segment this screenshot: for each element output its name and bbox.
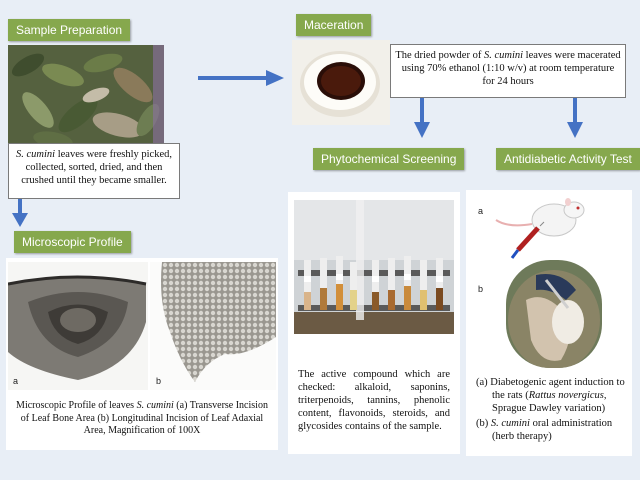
antidiabetic-text: (a) Diabetogenic agent induction to the … [468,368,630,454]
microscopic-label-b: b [156,376,162,386]
antidiabetic-item-a: (a) Diabetogenic agent induction to the … [476,377,625,414]
label-sample-preparation: Sample Preparation [8,19,131,41]
test-tubes-photo [294,200,454,334]
arrow-down-to-antidiabetic [567,98,583,138]
microscopic-panel: a b Microscopic Profile of leaves S. cum… [6,258,278,450]
phytochemical-text: The active compound which are checked: a… [292,364,456,448]
maceration-photo [292,40,390,125]
longitudinal-incision-image [150,262,276,390]
transverse-incision-image [8,262,148,390]
label-antidiabetic-activity-test: Antidiabetic Activity Test [496,148,640,170]
rat-injection-image [488,192,594,264]
arrow-down-to-microscopic [12,199,28,227]
microscopic-caption: Microscopic Profile of leaves S. cumini … [6,396,278,450]
antidiabetic-panel: a b (a) Diabetogenic agent induction to … [466,190,632,456]
label-maceration: Maceration [296,14,372,36]
microscopic-label-a: a [13,376,19,386]
antidiabetic-label-a: a [478,206,484,216]
phytochemical-panel: The active compound which are checked: a… [288,192,460,454]
maceration-text: The dried powder of S. cumini leaves wer… [390,44,626,98]
antidiabetic-label-b: b [478,284,484,294]
arrow-down-to-phytochemical [414,98,430,138]
label-phytochemical-screening: Phytochemical Screening [313,148,465,170]
antidiabetic-item-b: (b) S. cumini oral administration (herb … [476,418,613,442]
arrow-right-to-maceration [198,70,284,86]
sample-preparation-text: S. cumini leaves were freshly picked, co… [8,143,180,199]
leaves-photo [8,45,164,150]
label-microscopic-profile: Microscopic Profile [14,231,131,253]
oral-administration-image [506,260,602,368]
